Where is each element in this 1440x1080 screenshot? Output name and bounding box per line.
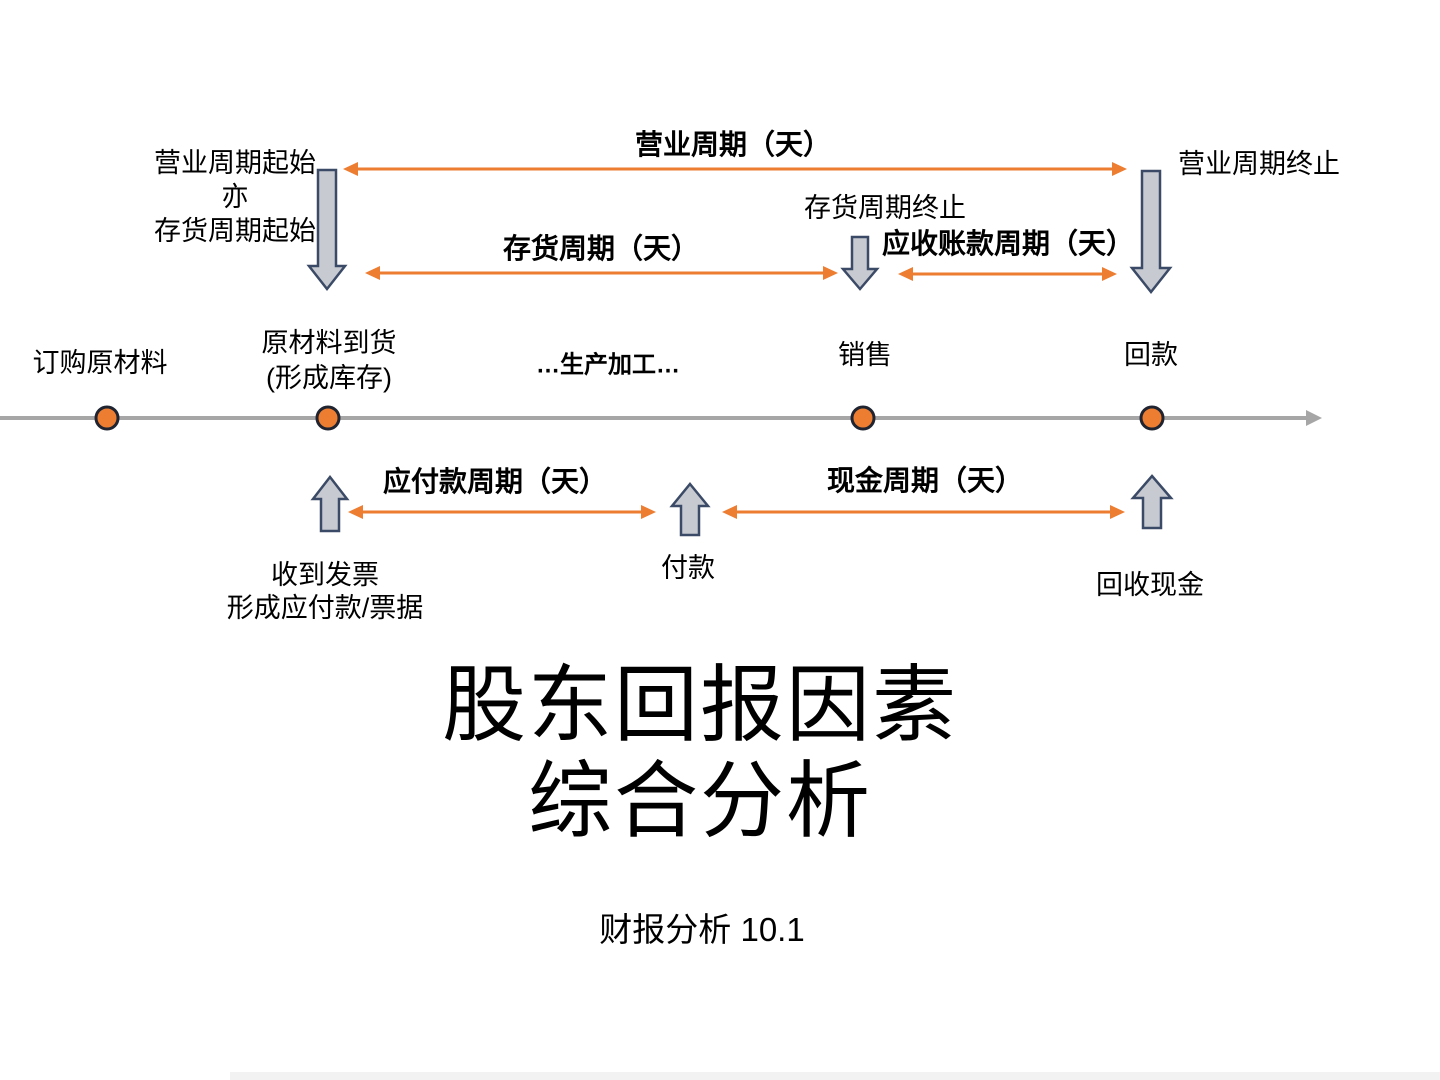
arrival-line1: 原材料到货 (261, 328, 397, 358)
cash-cycle-label: 现金周期（天） (826, 465, 1024, 496)
payables-cycle-span-arrow (348, 505, 656, 519)
operating-cycle-start-note: 营业周期起始 亦 存货周期起始 (154, 146, 316, 248)
title-line1: 股东回报因素 (441, 658, 959, 752)
title-line2: 综合分析 (527, 754, 873, 848)
inventory-end-down-arrow-icon (840, 235, 880, 291)
slide-subtitle: 财报分析 10.1 (599, 911, 805, 948)
receivables-cycle-label: 应收账款周期（天） (881, 228, 1135, 259)
cash-collect-up-arrow-icon (1130, 474, 1174, 530)
event-label-production: …生产加工… (536, 351, 680, 379)
invoice-note-line1: 收到发票 (270, 560, 379, 590)
event-dot-arrival (315, 405, 341, 431)
inventory-cycle-span-arrow (365, 266, 838, 280)
invoice-up-arrow-icon (310, 474, 350, 533)
invoice-note: 收到发票 形成应付款/票据 (227, 559, 424, 625)
slide-title: 股东回报因素 综合分析 (442, 657, 958, 849)
event-label-order: 订购原材料 (32, 348, 168, 378)
invoice-note-line2: 形成应付款/票据 (226, 593, 424, 623)
receivables-cycle-span-arrow (898, 267, 1117, 281)
arrival-line2: (形成库存) (266, 363, 392, 393)
operating-cycle-label: 营业周期（天） (634, 129, 832, 160)
start-note-line1: 营业周期起始 (154, 148, 316, 178)
cash-cycle-span-arrow (722, 505, 1125, 519)
payables-cycle-label: 应付款周期（天） (382, 466, 608, 497)
cash-collect-note: 回收现金 (1096, 570, 1204, 600)
payment-up-arrow-icon (669, 482, 711, 537)
operating-cycle-end-note: 营业周期终止 (1178, 149, 1340, 179)
inventory-cycle-end-note: 存货周期终止 (804, 193, 966, 223)
event-dot-sale (850, 405, 876, 431)
event-dot-order (94, 405, 120, 431)
cycle-start-down-arrow-icon (306, 168, 348, 292)
operating-cycle-span-arrow (343, 162, 1127, 176)
inventory-cycle-label: 存货周期（天） (502, 233, 700, 264)
bottom-edge-strip (230, 1072, 1440, 1080)
timeline-axis (0, 410, 1322, 426)
payment-note: 付款 (661, 553, 715, 583)
cycle-end-down-arrow-icon (1129, 169, 1173, 295)
event-label-collection: 回款 (1124, 340, 1178, 370)
start-note-line2: 亦 (221, 182, 249, 212)
event-label-sale: 销售 (838, 340, 892, 370)
event-dot-collection (1139, 405, 1165, 431)
start-note-line3: 存货周期起始 (154, 216, 316, 246)
event-label-arrival: 原材料到货 (形成库存) (262, 326, 397, 396)
